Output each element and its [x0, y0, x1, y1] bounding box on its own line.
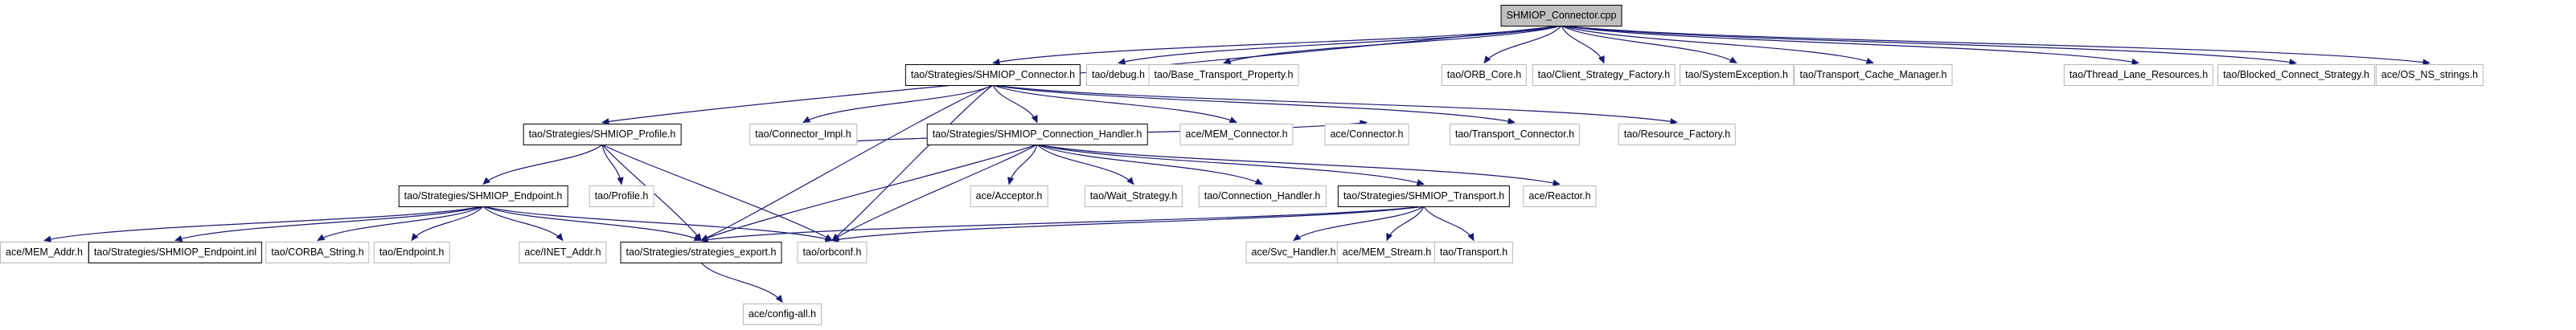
include-edge-root-n6 — [1561, 25, 1737, 64]
include-edge-n1-f7 — [831, 84, 994, 242]
include-edge-e6-f9 — [1386, 206, 1425, 242]
node-f3-tao-corba-string-h: tao/CORBA_String.h — [265, 242, 370, 263]
include-edge-root-n9 — [1561, 25, 2297, 66]
node-p2-tao-connector-impl-h: tao/Connector_Impl.h — [749, 124, 857, 145]
include-edge-root-n1 — [992, 25, 1562, 66]
node-p5-ace-connector-h: ace/Connector.h — [1324, 124, 1409, 145]
node-f2-tao-strategies-shmiop-endpoint-inl[interactable]: tao/Strategies/SHMIOP_Endpoint.inl — [88, 242, 263, 263]
node-n7-tao-transport-cache-manager-h: tao/Transport_Cache_Manager.h — [1794, 64, 1953, 86]
include-edge-e1-f7 — [482, 206, 833, 242]
node-n4-tao-orb-core-h: tao/ORB_Core.h — [1441, 64, 1528, 86]
node-e7-ace-reactor-h: ace/Reactor.h — [1523, 185, 1597, 207]
node-f8-ace-svc-handler-h: ace/Svc_Handler.h — [1245, 242, 1342, 263]
include-edge-e1-f5 — [482, 206, 564, 242]
include-edge-root-n10 — [1561, 25, 2430, 66]
include-edge-root-n4 — [1483, 25, 1562, 64]
include-edge-n1-f6 — [700, 84, 994, 242]
node-n5-tao-client-strategy-factory-h: tao/Client_Strategy_Factory.h — [1532, 64, 1676, 86]
node-p6-tao-transport-connector-h: tao/Transport_Connector.h — [1449, 124, 1581, 145]
include-edge-e6-f7 — [831, 206, 1425, 243]
node-n3-tao-base-transport-property-h: tao/Base_Transport_Property.h — [1148, 64, 1299, 86]
node-n1-tao-strategies-shmiop-connector-h[interactable]: tao/Strategies/SHMIOP_Connector.h — [904, 64, 1081, 86]
node-n8-tao-thread-lane-resources-h: tao/Thread_Lane_Resources.h — [2063, 64, 2214, 86]
node-p7-tao-resource-factory-h: tao/Resource_Factory.h — [1618, 124, 1737, 145]
include-edge-p1-e1 — [482, 144, 603, 185]
include-edge-n1-p3 — [992, 84, 1038, 124]
node-f9-ace-mem-stream-h: ace/MEM_Stream.h — [1336, 242, 1438, 263]
node-g1-ace-config-all-h: ace/config-all.h — [742, 304, 822, 325]
include-edge-root-n5 — [1561, 25, 1605, 64]
include-edge-p3-e5 — [1036, 144, 1263, 185]
include-edge-e1-f4 — [411, 206, 484, 242]
include-edge-p3-e6 — [1036, 144, 1425, 186]
node-f7-tao-orbconf-h: tao/orbconf.h — [797, 242, 868, 263]
include-edge-e1-f3 — [317, 206, 484, 242]
node-f1-ace-mem-addr-h: ace/MEM_Addr.h — [0, 242, 88, 263]
node-p1-tao-strategies-shmiop-profile-h[interactable]: tao/Strategies/SHMIOP_Profile.h — [523, 124, 682, 145]
node-e6-tao-strategies-shmiop-transport-h[interactable]: tao/Strategies/SHMIOP_Transport.h — [1337, 185, 1511, 207]
node-e5-tao-connection-handler-h: tao/Connection_Handler.h — [1198, 185, 1327, 207]
include-edge-n1-p6 — [992, 84, 1516, 124]
include-edge-p3-e4 — [1036, 144, 1134, 185]
include-edge-n1-p7 — [992, 84, 1678, 125]
node-root-shmiop-connector-cpp: SHMIOP_Connector.cpp — [1500, 5, 1622, 26]
node-p4-ace-mem-connector-h: ace/MEM_Connector.h — [1179, 124, 1294, 145]
include-edge-e6-f6 — [700, 206, 1425, 243]
include-edge-root-p1 — [601, 25, 1562, 125]
include-edge-root-n7 — [1561, 25, 1874, 64]
include-edge-root-n2 — [1118, 25, 1562, 65]
node-f6-tao-strategies-strategies-export-h[interactable]: tao/Strategies/strategies_export.h — [620, 242, 782, 263]
node-n2-tao-debug-h: tao/debug.h — [1085, 64, 1151, 86]
include-edge-p3-e7 — [1036, 144, 1561, 186]
include-edge-root-n3 — [1223, 25, 1562, 65]
node-e3-ace-acceptor-h: ace/Acceptor.h — [970, 185, 1048, 207]
include-edge-e1-f2 — [174, 206, 484, 242]
node-n9-tao-blocked-connect-strategy-h: tao/Blocked_Connect_Strategy.h — [2217, 64, 2375, 86]
node-f10-tao-transport-h: tao/Transport.h — [1434, 242, 1514, 263]
node-e2-tao-profile-h: tao/Profile.h — [589, 185, 654, 207]
node-f4-tao-endpoint-h: tao/Endpoint.h — [373, 242, 450, 263]
node-p3-tao-strategies-shmiop-connection-handler-h[interactable]: tao/Strategies/SHMIOP_Connection_Handler… — [926, 124, 1148, 145]
include-edge-p3-e3 — [1007, 144, 1038, 185]
include-edge-e6-f10 — [1423, 206, 1475, 242]
node-e1-tao-strategies-shmiop-endpoint-h[interactable]: tao/Strategies/SHMIOP_Endpoint.h — [398, 185, 568, 207]
node-f5-ace-inet-addr-h: ace/INET_Addr.h — [519, 242, 607, 263]
node-n10-ace-os-ns-strings-h: ace/OS_NS_strings.h — [2375, 64, 2484, 86]
include-edge-e1-f6 — [482, 206, 702, 242]
include-edge-n1-p4 — [992, 84, 1237, 124]
node-e4-tao-wait-strategy-h: tao/Wait_Strategy.h — [1084, 185, 1183, 207]
include-edge-e1-f1 — [43, 206, 484, 242]
include-edge-e6-f8 — [1293, 206, 1425, 242]
include-edge-n1-p2 — [802, 84, 994, 124]
include-edge-root-n8 — [1561, 25, 2139, 66]
include-edge-f6-g1 — [700, 262, 783, 304]
include-edge-p1-e2 — [601, 144, 624, 185]
node-n6-tao-systemexception-h: tao/SystemException.h — [1680, 64, 1794, 86]
